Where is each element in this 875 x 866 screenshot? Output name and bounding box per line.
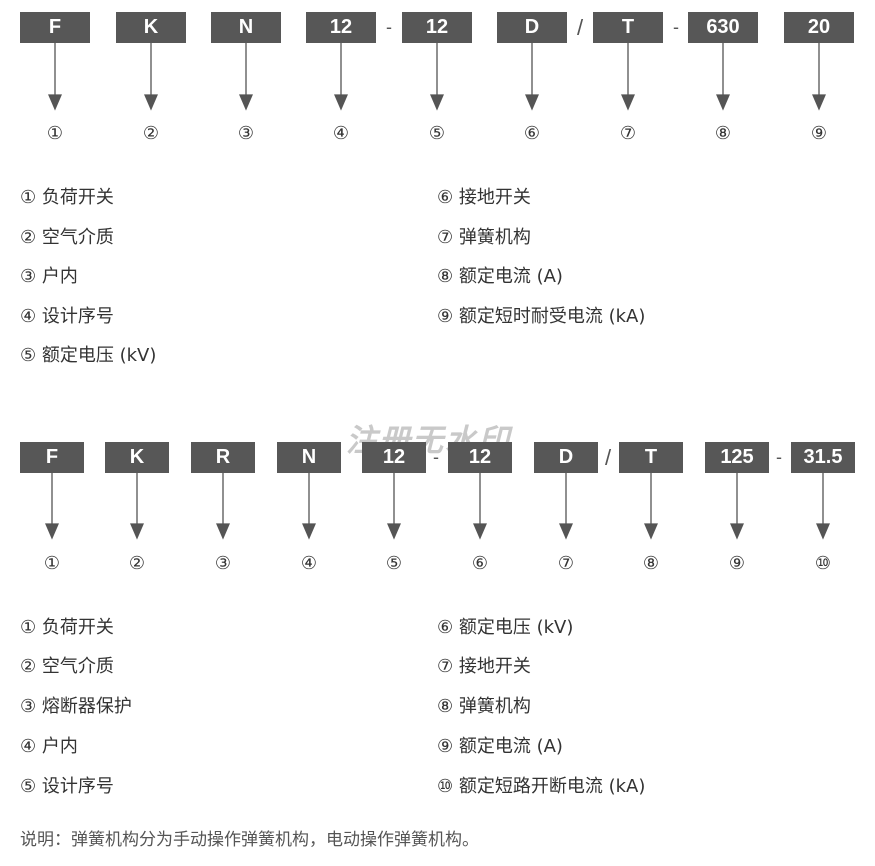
legend-item-1-3: ③ 户内 — [20, 266, 78, 287]
arrow-1-9 — [812, 43, 826, 111]
arrow-2-4 — [302, 473, 316, 540]
legend-item-1-6: ⑥ 接地开关 — [437, 187, 531, 208]
callout-number-2-5: ⑤ — [385, 553, 403, 574]
arrow-1-5 — [430, 43, 444, 111]
callout-number-1-7: ⑦ — [619, 123, 637, 144]
arrow-1-4 — [334, 43, 348, 111]
arrow-2-10 — [816, 473, 830, 540]
callout-number-1-1: ① — [46, 123, 64, 144]
code-box-2-2: K — [105, 442, 169, 473]
callout-number-1-4: ④ — [332, 123, 350, 144]
arrow-2-3 — [216, 473, 230, 540]
legend-item-2-1: ① 负荷开关 — [20, 617, 114, 638]
legend-item-2-10: ⑩ 额定短路开断电流 (kA) — [437, 776, 646, 797]
arrow-2-7 — [559, 473, 573, 540]
separator-2-9: - — [776, 447, 782, 467]
legend-item-1-5: ⑤ 额定电压 (kV) — [20, 345, 157, 366]
code-box-1-7: T — [593, 12, 663, 43]
callout-number-2-7: ⑦ — [557, 553, 575, 574]
arrow-1-1 — [48, 43, 62, 111]
legend-item-2-6: ⑥ 额定电压 (kV) — [437, 617, 574, 638]
legend-item-1-7: ⑦ 弹簧机构 — [437, 227, 531, 248]
code-box-1-8: 630 — [688, 12, 758, 43]
arrow-1-7 — [621, 43, 635, 111]
legend-item-1-1: ① 负荷开关 — [20, 187, 114, 208]
callout-number-2-3: ③ — [214, 553, 232, 574]
legend-item-2-8: ⑧ 弹簧机构 — [437, 696, 531, 717]
callout-number-1-2: ② — [142, 123, 160, 144]
legend-item-1-9: ⑨ 额定短时耐受电流 (kA) — [437, 306, 646, 327]
callout-number-2-10: ⑩ — [814, 553, 832, 574]
separator-2-7: / — [604, 445, 612, 470]
code-box-1-5: 12 — [402, 12, 472, 43]
code-box-2-6: 12 — [448, 442, 512, 473]
code-box-2-7: D — [534, 442, 598, 473]
code-box-1-1: F — [20, 12, 90, 43]
legend-item-2-7: ⑦ 接地开关 — [437, 656, 531, 677]
arrow-1-8 — [716, 43, 730, 111]
arrow-2-2 — [130, 473, 144, 540]
arrow-2-1 — [45, 473, 59, 540]
callout-number-2-8: ⑧ — [642, 553, 660, 574]
footnote-text: 说明：弹簧机构分为手动操作弹簧机构，电动操作弹簧机构。 — [20, 830, 479, 850]
callout-number-1-8: ⑧ — [714, 123, 732, 144]
arrow-2-8 — [644, 473, 658, 540]
arrow-2-6 — [473, 473, 487, 540]
callout-number-2-9: ⑨ — [728, 553, 746, 574]
code-box-1-3: N — [211, 12, 281, 43]
code-box-1-4: 12 — [306, 12, 376, 43]
callout-number-1-6: ⑥ — [523, 123, 541, 144]
code-box-2-5: 12 — [362, 442, 426, 473]
code-box-2-3: R — [191, 442, 255, 473]
callout-number-1-5: ⑤ — [428, 123, 446, 144]
legend-item-2-9: ⑨ 额定电流 (A) — [437, 736, 563, 757]
arrow-1-3 — [239, 43, 253, 111]
arrow-1-6 — [525, 43, 539, 111]
legend-item-1-8: ⑧ 额定电流 (A) — [437, 266, 563, 287]
code-box-2-1: F — [20, 442, 84, 473]
legend-item-2-2: ② 空气介质 — [20, 656, 114, 677]
separator-1-6: / — [576, 15, 584, 40]
code-box-2-9: 125 — [705, 442, 769, 473]
arrow-1-2 — [144, 43, 158, 111]
separator-1-4: - — [386, 17, 392, 37]
separator-1-7: - — [673, 17, 679, 37]
arrows-2 — [45, 473, 830, 540]
arrow-2-9 — [730, 473, 744, 540]
legend-item-2-4: ④ 户内 — [20, 736, 78, 757]
callout-number-1-3: ③ — [237, 123, 255, 144]
callout-number-2-1: ① — [43, 553, 61, 574]
callout-number-2-6: ⑥ — [471, 553, 489, 574]
callout-number-2-4: ④ — [300, 553, 318, 574]
code-box-2-10: 31.5 — [791, 442, 855, 473]
code-box-1-9: 20 — [784, 12, 854, 43]
code-box-2-8: T — [619, 442, 683, 473]
arrow-2-5 — [387, 473, 401, 540]
code-box-1-2: K — [116, 12, 186, 43]
arrows-1 — [48, 43, 826, 111]
legend-item-1-4: ④ 设计序号 — [20, 306, 114, 327]
separator-2-5: - — [433, 447, 439, 467]
legend-item-2-3: ③ 熔断器保护 — [20, 696, 132, 717]
legend-item-2-5: ⑤ 设计序号 — [20, 776, 114, 797]
legend-item-1-2: ② 空气介质 — [20, 227, 114, 248]
callout-number-1-9: ⑨ — [810, 123, 828, 144]
code-box-2-4: N — [277, 442, 341, 473]
callout-number-2-2: ② — [128, 553, 146, 574]
code-box-1-6: D — [497, 12, 567, 43]
